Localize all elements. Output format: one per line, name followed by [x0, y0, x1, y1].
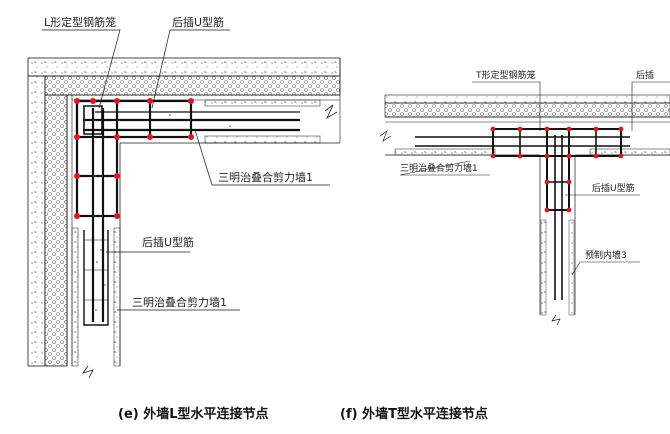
- rebar-dot: [517, 153, 523, 159]
- precast-wythe-right: [204, 99, 321, 107]
- label-inner-wall: 预制内墙3: [585, 249, 627, 261]
- break-mark: [379, 130, 392, 142]
- insulation: [384, 102, 670, 118]
- insulation-vertical: [44, 94, 68, 367]
- precast-wythe-right: [589, 148, 670, 156]
- label-wall-right: 三明治叠合剪力墙1: [218, 170, 313, 184]
- rebar-dot: [544, 153, 550, 159]
- leader-line: [631, 81, 670, 131]
- break-mark: [324, 104, 338, 120]
- leader-line: [571, 261, 640, 276]
- l-rebar-cage: [75, 99, 300, 322]
- precast-inner-wall: [568, 219, 575, 316]
- precast-inner-wall: [540, 219, 547, 316]
- rebar-dot: [188, 134, 194, 140]
- rebar-dots-f: [490, 126, 624, 213]
- rebar-dot: [490, 126, 496, 132]
- label-u-bar: 后插U型筋: [592, 182, 635, 194]
- outer-wythe-vertical: [27, 75, 46, 367]
- rebar-dots-e: [74, 98, 194, 219]
- leader-line: [42, 29, 121, 109]
- rebar-dot: [74, 98, 80, 104]
- rebar-dot: [147, 134, 153, 140]
- rebar-dot: [566, 207, 572, 213]
- rebar-dot: [593, 126, 599, 132]
- outer-wythe: [384, 94, 670, 104]
- precast-wythe-right: [204, 135, 321, 144]
- figure-e: L形定型钢筋笼 后插U型筋 三明治叠合剪力墙1 后插U型筋 三明治叠合剪力墙1 …: [27, 15, 341, 422]
- caption-f: (f) 外墙T型水平连接节点: [340, 406, 488, 422]
- concrete-dots: [95, 114, 231, 311]
- precast-wythe-lower: [113, 227, 121, 367]
- rebar-dot: [517, 126, 523, 132]
- rebar-dot: [566, 153, 572, 159]
- label-l-rebar-cage: L形定型钢筋笼: [44, 15, 116, 29]
- break-mark: [81, 365, 94, 379]
- t-rebar-cage: [415, 128, 630, 300]
- caption-e: (e) 外墙L型水平连接节点: [118, 406, 269, 422]
- insulation-horizontal: [44, 75, 341, 96]
- rebar-dot: [114, 98, 120, 104]
- precast-wythe-lower: [71, 227, 79, 367]
- rebar-dot: [114, 173, 120, 179]
- label-t-rebar-cage: T形定型钢筋笼: [475, 69, 536, 81]
- u-bar-lower: [83, 230, 109, 326]
- rebar-dot: [544, 126, 550, 132]
- rebar-dot: [114, 134, 120, 140]
- rebar-dot: [544, 179, 550, 185]
- break-mark: [551, 314, 561, 326]
- precast-wythe-left: [394, 148, 496, 156]
- rebar-dot: [618, 153, 624, 159]
- figure-f: T形定型钢筋笼 后插 三明治叠合剪力墙1 后插U型筋 预制内墙3 (f) 外墙T…: [340, 69, 670, 422]
- rebar-dot: [114, 213, 120, 219]
- label-wall-lower: 三明治叠合剪力墙1: [132, 295, 227, 309]
- rebar-dot: [74, 134, 80, 140]
- leader-line: [399, 160, 490, 176]
- rebar-dot: [618, 126, 624, 132]
- label-top-right-cut: 后插: [636, 69, 654, 81]
- leader-line: [472, 81, 541, 131]
- label-wall-left: 三明治叠合剪力墙1: [400, 162, 478, 174]
- rebar-dot: [74, 173, 80, 179]
- rebar-dot: [593, 153, 599, 159]
- rebar-dot: [566, 126, 572, 132]
- rebar-dot: [74, 213, 80, 219]
- rebar-dot: [147, 98, 153, 104]
- label-u-bar-lower: 后插U型筋: [142, 235, 194, 249]
- rebar-dot: [566, 179, 572, 185]
- label-u-bar-top: 后插U型筋: [172, 15, 224, 29]
- rebar-dot: [490, 153, 496, 159]
- outer-wythe-horizontal: [27, 57, 341, 77]
- rebar-dot: [188, 98, 194, 104]
- leader-line: [194, 129, 330, 186]
- leader-line: [151, 29, 230, 109]
- rebar-dot: [90, 98, 96, 104]
- rebar-dot: [544, 207, 550, 213]
